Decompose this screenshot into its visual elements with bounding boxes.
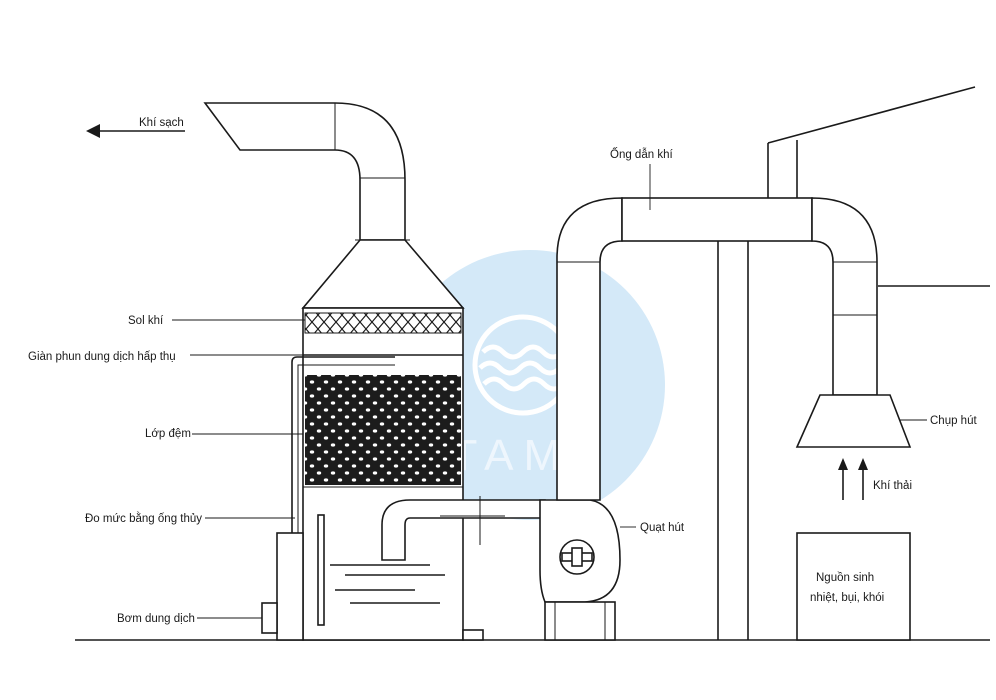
label-packing-layer: Lớp đệm — [145, 428, 191, 440]
tower-cone — [301, 239, 465, 309]
fan-stand — [544, 601, 616, 641]
pump-motor — [261, 602, 278, 634]
label-hood: Chụp hút — [930, 415, 977, 427]
clean-air-arrow-icon — [86, 124, 185, 138]
label-pump: Bơm dung dịch — [117, 613, 195, 625]
gas-duct — [556, 197, 912, 640]
label-aerosol: Sol khí — [128, 315, 164, 327]
duct-horizontal — [621, 197, 813, 242]
exhaust-arrow-icon — [838, 458, 868, 500]
scrubber-tower — [203, 102, 484, 641]
label-source-line1: Nguồn sinh — [816, 572, 874, 584]
pump-housing — [276, 532, 304, 641]
label-clean-air: Khí sạch — [139, 117, 184, 129]
liquid-level — [330, 564, 445, 604]
suction-fan-assembly — [381, 496, 621, 641]
label-spray-rack: Giàn phun dung dịch hấp thụ — [28, 351, 176, 363]
label-exhaust-gas: Khí thải — [873, 480, 912, 492]
level-gauge-tube — [317, 514, 325, 626]
duct-elbow-right — [811, 197, 878, 396]
label-source-line2: nhiệt, bụi, khói — [810, 592, 884, 604]
heat-source-box — [796, 532, 911, 641]
label-level-gauge: Đo mức bằng ống thủy — [85, 512, 202, 525]
label-duct: Ống dẫn khí — [610, 147, 673, 161]
outlet-duct — [203, 102, 406, 241]
spray-feed-pipe — [291, 356, 395, 533]
packing-layer — [305, 375, 461, 485]
leader-lines — [172, 164, 927, 619]
suction-hood — [795, 394, 912, 448]
building-wall — [767, 86, 990, 287]
demister-layer — [304, 312, 462, 334]
label-suction-fan: Quạt hút — [640, 522, 685, 534]
